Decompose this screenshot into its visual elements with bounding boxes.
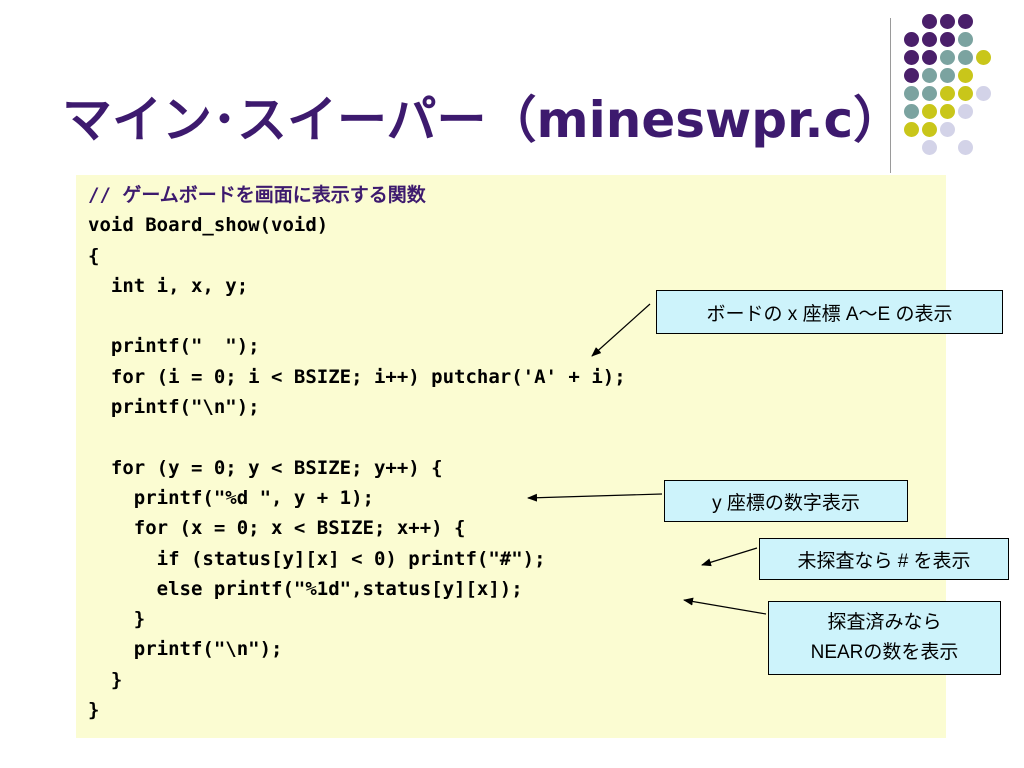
code-line: } [88,668,123,691]
code-line: printf("\n"); [88,638,283,661]
decorative-dot [904,32,919,47]
decorative-dot [940,14,955,29]
decorative-dot [940,122,955,137]
decorative-dot [904,104,919,119]
decorative-dot [922,14,937,29]
decorative-dot [958,104,973,119]
decorative-dot [940,68,955,83]
code-line: else printf("%1d",status[y][x]); [88,577,523,600]
decorative-dot [958,32,973,47]
decorative-dot [922,122,937,137]
code-line: void Board_show(void) [88,214,329,237]
decorative-dot [958,140,973,155]
callout-explored-line: 探査済みなら [827,612,942,633]
slide-title: マイン･スイーパー（mineswpr.c） [62,91,904,149]
decorative-dot [922,140,937,155]
callout-board-x-coordinate: ボードの x 座標 A～E の表示 [656,290,1003,334]
title-divider-line [890,18,891,173]
decorative-dot [976,50,991,65]
code-line: int i, x, y; [88,274,249,297]
arrow-unexplored [701,547,758,567]
decorative-dot [904,68,919,83]
decorative-dot [940,32,955,47]
code-line: printf("\n"); [88,396,260,419]
decorative-dot [922,104,937,119]
decorative-dot [922,50,937,65]
code-line: for (x = 0; x < BSIZE; x++) { [88,517,466,540]
decorative-dot [904,86,919,101]
code-line: } [88,608,146,631]
decorative-dot [958,86,973,101]
arrow-y-coord [527,493,663,502]
decorative-dot [958,68,973,83]
code-line: printf("%d ", y + 1); [88,486,374,509]
code-line: printf(" "); [88,335,260,358]
decorative-dot [940,104,955,119]
callout-explored: 探査済みなら NEARの数を表示 [768,601,1001,675]
arrow-board-x [591,303,651,357]
decorative-dot [940,86,955,101]
decorative-dot [922,32,937,47]
decorative-dot [922,86,937,101]
code-line: if (status[y][x] < 0) printf("#"); [88,547,546,570]
decorative-dot [904,50,919,65]
decorative-dot [958,14,973,29]
callout-y-coordinate: y 座標の数字表示 [664,480,908,522]
callout-explored-line: NEARの数を表示 [810,642,959,663]
decorative-dot [904,122,919,137]
code-line: // ゲームボードを画面に表示する関数 [88,184,426,206]
code-line: } [88,699,100,722]
decorative-dot [922,68,937,83]
code-line: { [88,244,100,267]
arrow-explored [683,597,767,615]
code-listing: // ゲームボードを画面に表示する関数 void Board_show(void… [88,180,626,725]
decorative-dot [940,50,955,65]
callout-unexplored: 未探査なら # を表示 [759,538,1009,580]
decorative-dot [958,50,973,65]
code-line: for (i = 0; i < BSIZE; i++) putchar('A' … [88,365,626,388]
code-line: for (y = 0; y < BSIZE; y++) { [88,456,443,479]
decorative-dot [976,86,991,101]
